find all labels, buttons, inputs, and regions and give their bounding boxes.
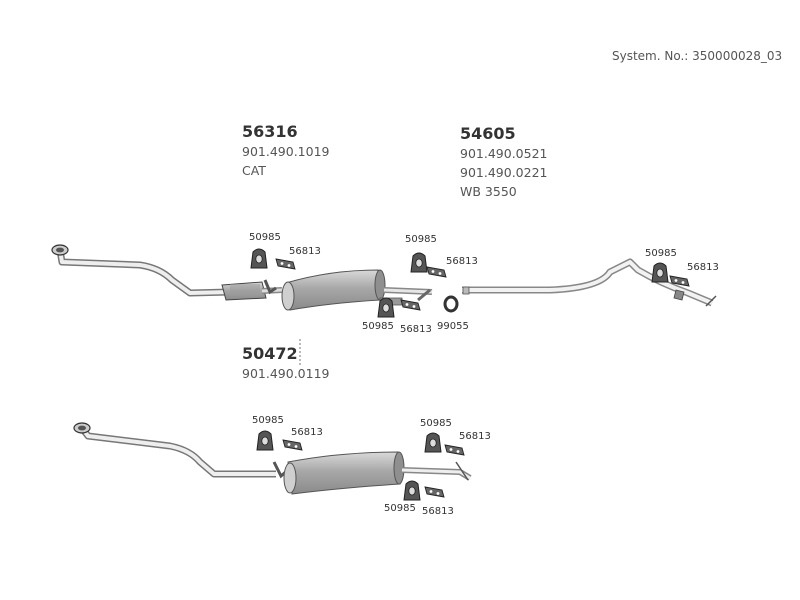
part-group-56316: 56316 901.490.1019 CAT (242, 122, 329, 180)
part-line: 901.490.0119 (242, 366, 330, 381)
part-number: 54605 (460, 124, 516, 143)
part-line: WB 3550 (460, 184, 517, 199)
part-group-50472: 50472 901.490.0119 (242, 344, 329, 383)
mount-bracket-icon (400, 299, 421, 311)
hanger-callout: 50985 (252, 415, 284, 426)
mount-bracket-icon (275, 258, 296, 270)
upper-exhaust-system: 50985 56813 50985 56813 50985 56813 9905… (51, 232, 719, 335)
rubber-hanger-icon (651, 262, 669, 283)
clamp-callout: 99055 (437, 321, 469, 332)
hanger-callout: 50985 (249, 232, 281, 243)
hanger-callout: 50985 (645, 248, 677, 259)
bracket-callout: 56813 (687, 262, 719, 273)
bracket-callout: 56813 (422, 506, 454, 517)
system-number: System. No.: 350000028_03 (612, 49, 783, 63)
part-line: CAT (242, 163, 266, 178)
rubber-hanger-icon (377, 297, 395, 318)
bracket-callout: 56813 (291, 427, 323, 438)
hanger-callout: 50985 (405, 234, 437, 245)
part-number: 50472 (242, 344, 298, 363)
rubber-hanger-icon (410, 252, 428, 273)
lower-exhaust-system: 50985 56813 50985 56813 50985 56813 (73, 415, 491, 517)
part-line: 901.490.0521 (460, 146, 548, 161)
mount-bracket-icon (444, 444, 465, 456)
hanger-callout: 50985 (362, 321, 394, 332)
bracket-callout: 56813 (459, 431, 491, 442)
part-group-54605: 54605 901.490.0521 901.490.0221 WB 3550 (460, 124, 547, 201)
mount-bracket-icon (424, 486, 445, 498)
bracket-callout: 56813 (446, 256, 478, 267)
bracket-callout: 56813 (289, 246, 321, 257)
mount-bracket-icon (282, 439, 303, 451)
middle-muffler (285, 269, 381, 311)
part-line: 901.490.1019 (242, 144, 330, 159)
rubber-hanger-icon (256, 430, 274, 451)
hanger-callout: 50985 (420, 418, 452, 429)
hanger-callout: 50985 (384, 503, 416, 514)
front-pipe (79, 425, 276, 478)
rear-muffler (287, 451, 401, 495)
part-line: 901.490.0221 (460, 165, 548, 180)
pipe-clamp (443, 295, 459, 313)
rubber-hanger-icon (403, 480, 421, 501)
mount-bracket-icon (426, 266, 447, 278)
rubber-hanger-icon (424, 432, 442, 453)
bracket-callout: 56813 (400, 324, 432, 335)
front-pipe (56, 249, 231, 297)
rubber-hanger-icon (250, 248, 268, 269)
part-number: 56316 (242, 122, 298, 141)
